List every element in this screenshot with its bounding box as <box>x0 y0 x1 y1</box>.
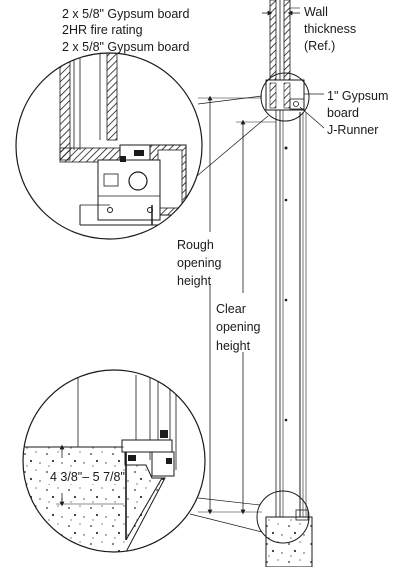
gypsum-line2: board <box>327 106 359 120</box>
main-elevation <box>265 0 313 568</box>
header-callout-circle <box>260 72 310 122</box>
runner-leader <box>299 106 325 129</box>
clear-line1: Clear <box>216 302 246 316</box>
leader-line <box>196 115 269 177</box>
header-detail-circle <box>15 52 203 240</box>
gypsum-runner-label: 1" Gypsum board J-Runner <box>327 89 388 137</box>
sill-dimension <box>56 444 124 507</box>
outer-board-label: 2 x 5/8" Gypsum board <box>62 7 189 21</box>
inner-board-label: 2 x 5/8" Gypsum board <box>62 40 189 54</box>
wall-thickness-line1: Wall <box>304 5 328 19</box>
clear-line3: height <box>216 339 251 353</box>
clear-opening-dimension <box>236 119 276 515</box>
wall-thickness-line3: (Ref.) <box>304 39 335 53</box>
top-left-label: 2 x 5/8" Gypsum board 2HR fire rating 2 … <box>62 7 189 54</box>
sill-dimension-bg <box>48 468 122 484</box>
wall-thickness-label: Wall thickness (Ref.) <box>304 5 356 53</box>
gypsum-line1: 1" Gypsum <box>327 89 388 103</box>
leader-line <box>189 513 263 533</box>
wall-thickness-line2: thickness <box>304 22 356 36</box>
rough-line3: height <box>177 274 212 288</box>
rough-opening-dimension <box>198 95 262 515</box>
leader-line <box>197 95 263 105</box>
fire-rating-label: 2HR fire rating <box>62 23 143 37</box>
rough-line2: opening <box>177 256 222 270</box>
runner-line: J-Runner <box>327 123 378 137</box>
sill-dimension-label: 4 3/8"– 5 7/8" <box>50 470 125 484</box>
sill-callout-circle <box>256 490 310 544</box>
wall-thickness-dimension <box>262 7 300 20</box>
sill-detail-circle <box>22 369 206 553</box>
rough-opening-label: Rough opening height <box>177 238 222 288</box>
rough-line1: Rough <box>177 238 214 252</box>
clear-opening-label: Clear opening height <box>216 302 261 353</box>
leader-line <box>197 497 261 506</box>
header-detail <box>16 53 202 239</box>
clear-line2: opening <box>216 320 261 334</box>
sill-detail <box>23 370 205 552</box>
